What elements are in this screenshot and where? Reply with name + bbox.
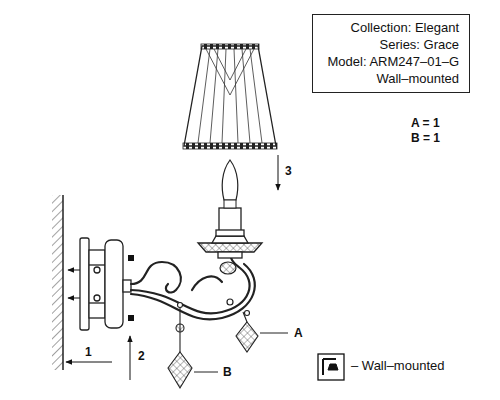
sconce-arm bbox=[131, 252, 255, 319]
marker-square bbox=[128, 255, 134, 261]
direction-arrow bbox=[278, 155, 279, 190]
callout-number: 2 bbox=[137, 349, 146, 363]
leader-line bbox=[194, 372, 218, 373]
crystal-pendant-a bbox=[236, 311, 258, 353]
arm-knot bbox=[220, 262, 236, 305]
info-text: Model: ARM247–01–G bbox=[327, 53, 459, 70]
part-letter: A bbox=[293, 326, 304, 340]
wall-mount-icon bbox=[318, 354, 344, 380]
back-plate bbox=[80, 238, 131, 330]
quantity-note: B = 1 bbox=[410, 131, 441, 145]
legend-entry: – Wall–mounted bbox=[350, 359, 445, 373]
info-text: Series: Grace bbox=[327, 36, 459, 53]
info-text: Wall–mounted bbox=[327, 70, 459, 87]
candle-bulb bbox=[222, 160, 238, 200]
bulb-base bbox=[224, 200, 236, 208]
marker-square bbox=[128, 315, 134, 321]
info-box: Collection: ElegantSeries: GraceModel: A… bbox=[312, 14, 470, 93]
lamp-shade bbox=[183, 44, 277, 149]
callout-number: 1 bbox=[84, 345, 93, 359]
info-text: Collection: Elegant bbox=[327, 19, 459, 36]
candle-cup bbox=[198, 208, 262, 258]
direction-arrow bbox=[130, 336, 131, 380]
wall bbox=[52, 195, 63, 370]
leader-line bbox=[260, 333, 288, 334]
legend-text: – Wall–mounted bbox=[351, 358, 444, 373]
direction-arrow bbox=[66, 362, 112, 363]
callout-number: 3 bbox=[284, 164, 293, 178]
quantity-note: A = 1 bbox=[410, 116, 441, 130]
part-letter: B bbox=[222, 365, 233, 379]
crystal-pendant-b bbox=[168, 303, 192, 389]
